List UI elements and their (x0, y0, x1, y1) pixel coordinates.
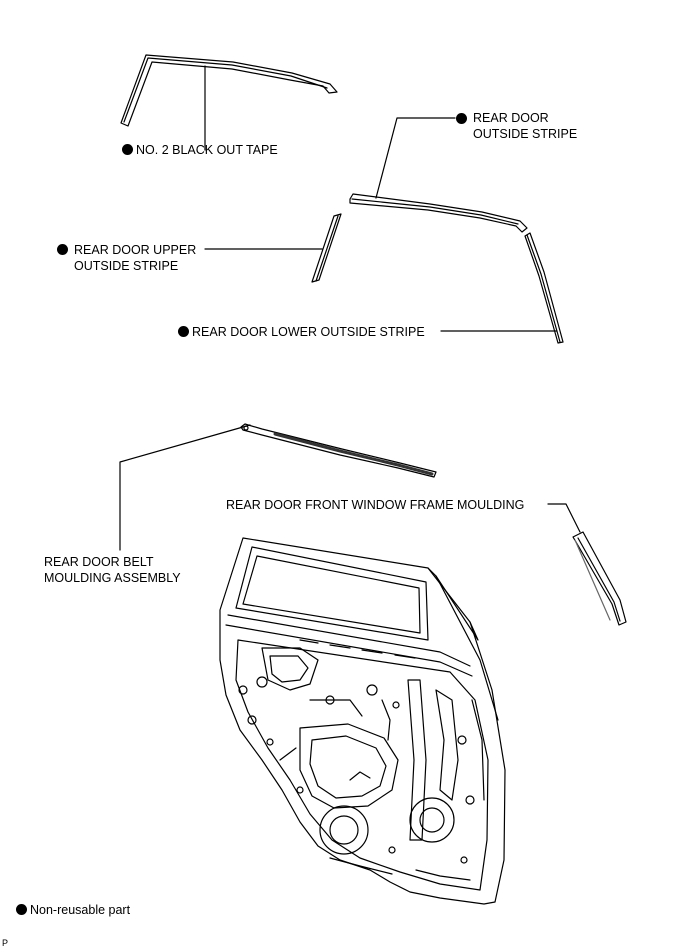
non-reusable-dot-icon (456, 113, 467, 124)
front-window-frame-leader (547, 503, 581, 533)
upper-stripe-text-line2: OUTSIDE STRIPE (74, 259, 179, 273)
black-out-tape-part (120, 54, 338, 127)
outside-stripe-text-line1: REAR DOOR (473, 111, 549, 125)
legend-text: Non-reusable part (30, 903, 131, 917)
lower-stripe-text: REAR DOOR LOWER OUTSIDE STRIPE (192, 325, 425, 339)
front-window-frame-text: REAR DOOR FRONT WINDOW FRAME MOULDING (226, 498, 525, 512)
rear-door-panel (219, 537, 506, 905)
rear-door-outside-stripe-part (349, 193, 528, 233)
label-lower-outside-stripe: REAR DOOR LOWER OUTSIDE STRIPE (178, 324, 425, 340)
belt-moulding-part (240, 423, 437, 478)
belt-moulding-text-line1: REAR DOOR BELT (44, 555, 154, 569)
label-outside-stripe: REAR DOOR OUTSIDE STRIPE (473, 110, 577, 142)
figure-code: P (2, 938, 9, 948)
belt-moulding-text-line2: MOULDING ASSEMBLY (44, 571, 181, 585)
belt-moulding-leader (119, 424, 251, 551)
label-black-out-tape: NO. 2 BLACK OUT TAPE (122, 142, 278, 158)
rear-door-lower-outside-stripe-part (524, 232, 564, 344)
non-reusable-dot-icon (57, 244, 68, 255)
label-belt-moulding: REAR DOOR BELT MOULDING ASSEMBLY (44, 554, 181, 586)
non-reusable-dot-icon (16, 904, 27, 915)
upper-stripe-text-line1: REAR DOOR UPPER (74, 243, 197, 257)
rear-door-upper-outside-stripe-part (311, 213, 342, 283)
front-window-frame-moulding-part (572, 531, 627, 626)
non-reusable-dot-icon (178, 326, 189, 337)
legend: Non-reusable part (16, 902, 130, 918)
outside-stripe-text-line2: OUTSIDE STRIPE (473, 127, 578, 141)
non-reusable-dot-icon (122, 144, 133, 155)
black-out-tape-text: NO. 2 BLACK OUT TAPE (136, 143, 278, 157)
label-front-window-frame-moulding: REAR DOOR FRONT WINDOW FRAME MOULDING (226, 497, 524, 513)
outside-stripe-leader (375, 117, 456, 199)
label-upper-outside-stripe: REAR DOOR UPPER OUTSIDE STRIPE (74, 242, 196, 274)
